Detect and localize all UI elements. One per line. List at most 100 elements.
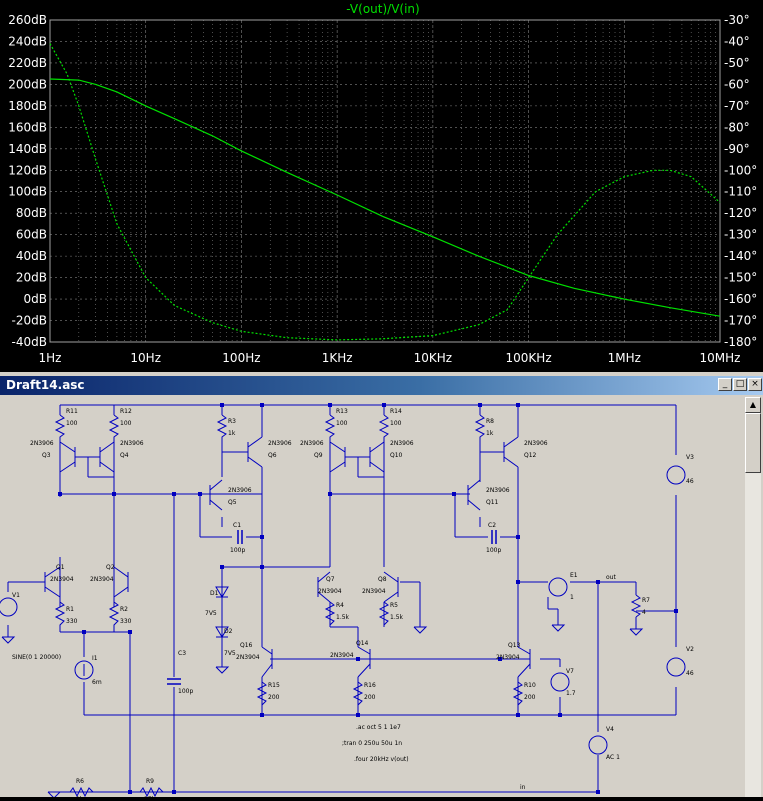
q8-label[interactable]: Q8 xyxy=(378,576,387,583)
minimize-button[interactable]: _ xyxy=(718,378,732,391)
spice-directive-ac[interactable]: .ac oct 5 1 1e7 xyxy=(356,724,401,731)
r10-label[interactable]: R10 xyxy=(524,682,536,689)
c1-label[interactable]: C1 xyxy=(233,522,241,529)
r14-label[interactable]: R14 xyxy=(390,408,402,415)
r2-value[interactable]: 330 xyxy=(120,618,132,625)
d1-label[interactable]: D1 xyxy=(210,590,219,597)
q13-type[interactable]: 2N3904 xyxy=(496,654,520,661)
q3-label[interactable]: Q3 xyxy=(42,452,51,459)
e1-value[interactable]: 1 xyxy=(570,594,574,601)
close-button[interactable]: × xyxy=(748,378,762,391)
q6-type[interactable]: 2N3906 xyxy=(268,440,292,447)
r8-value[interactable]: 1k xyxy=(486,430,494,437)
c2-label[interactable]: C2 xyxy=(488,522,496,529)
q7-label[interactable]: Q7 xyxy=(326,576,335,583)
q5-type[interactable]: 2N3906 xyxy=(228,487,252,494)
c3-label[interactable]: C3 xyxy=(178,650,186,657)
q13-label[interactable]: Q13 xyxy=(508,642,521,649)
plot-title[interactable]: -V(out)/V(in) xyxy=(346,2,419,16)
q3-type[interactable]: 2N3906 xyxy=(30,440,54,447)
v4-label[interactable]: V4 xyxy=(606,726,614,733)
r8-label[interactable]: R8 xyxy=(486,418,494,425)
q16-type[interactable]: 2N3904 xyxy=(236,654,260,661)
r15-value[interactable]: 200 xyxy=(268,694,280,701)
q7-type[interactable]: 2N3904 xyxy=(318,588,342,595)
r3-label[interactable]: R3 xyxy=(228,418,236,425)
q2-label[interactable]: Q2 xyxy=(106,564,115,571)
schematic-window[interactable]: Draft14.asc _ □ × xyxy=(0,376,763,797)
r13-label[interactable]: R13 xyxy=(336,408,348,415)
q4-type[interactable]: 2N3906 xyxy=(120,440,144,447)
r10-value[interactable]: 200 xyxy=(524,694,536,701)
v1-value[interactable]: SINE(0 1 20000) xyxy=(12,654,61,661)
q14-type[interactable]: 2N3904 xyxy=(330,652,354,659)
q5-label[interactable]: Q5 xyxy=(228,499,237,506)
r16-value[interactable]: 200 xyxy=(364,694,376,701)
c3-value[interactable]: 100p xyxy=(178,688,193,695)
q12-label[interactable]: Q12 xyxy=(524,452,537,459)
r13-value[interactable]: 100 xyxy=(336,420,348,427)
schematic-canvas[interactable]: R11 100 R12 100 2N3906 Q3 2N3906 Q4 R3 1… xyxy=(0,397,741,797)
q6-label[interactable]: Q6 xyxy=(268,452,277,459)
q8-type[interactable]: 2N3904 xyxy=(362,588,386,595)
q1-label[interactable]: Q1 xyxy=(56,564,65,571)
v7-label[interactable]: V7 xyxy=(566,668,574,675)
v2-label[interactable]: V2 xyxy=(686,646,694,653)
out-label[interactable]: out xyxy=(606,574,616,581)
q11-label[interactable]: Q11 xyxy=(486,499,499,506)
v3-value[interactable]: 46 xyxy=(686,478,694,485)
r7-label[interactable]: R7 xyxy=(642,597,650,604)
v4-value[interactable]: AC 1 xyxy=(606,754,620,761)
r4-label[interactable]: R4 xyxy=(336,602,344,609)
r4-value[interactable]: 1.5k xyxy=(336,614,350,621)
d1-value[interactable]: 7V5 xyxy=(205,610,217,617)
q11-type[interactable]: 2N3906 xyxy=(486,487,510,494)
maximize-button[interactable]: □ xyxy=(733,378,747,391)
scroll-up-button[interactable]: ▲ xyxy=(745,397,761,413)
q9-type[interactable]: 2N3906 xyxy=(300,440,324,447)
q1-type[interactable]: 2N3904 xyxy=(50,576,74,583)
vertical-scrollbar[interactable]: ▲ xyxy=(745,397,761,797)
r5-value[interactable]: 1.5k xyxy=(390,614,404,621)
bode-plot[interactable]: -V(out)/V(in) 260dB240dB220dB200dB180dB1… xyxy=(0,0,763,372)
r14-value[interactable]: 100 xyxy=(390,420,402,427)
window-titlebar[interactable]: Draft14.asc _ □ × xyxy=(0,376,763,395)
r9-label[interactable]: R9 xyxy=(146,778,154,785)
q10-label[interactable]: Q10 xyxy=(390,452,403,459)
d2-label[interactable]: D2 xyxy=(224,628,233,635)
q16-label[interactable]: Q16 xyxy=(240,642,253,649)
r11-label[interactable]: R11 xyxy=(66,408,78,415)
r3-value[interactable]: 1k xyxy=(228,430,236,437)
v7-value[interactable]: 1.7 xyxy=(566,690,576,697)
q14-label[interactable]: Q14 xyxy=(356,640,369,647)
scroll-thumb[interactable] xyxy=(745,413,761,473)
r11-value[interactable]: 100 xyxy=(66,420,78,427)
q9-label[interactable]: Q9 xyxy=(314,452,323,459)
spice-directive-tran[interactable]: ;tran 0 250u 50u 1n xyxy=(342,740,402,747)
q2-type[interactable]: 2N3904 xyxy=(90,576,114,583)
i1-label[interactable]: I1 xyxy=(92,655,98,662)
v2-value[interactable]: 46 xyxy=(686,670,694,677)
i1-value[interactable]: 6m xyxy=(92,679,102,686)
r5-label[interactable]: R5 xyxy=(390,602,398,609)
r7-value[interactable]: 4 xyxy=(642,609,646,616)
r12-label[interactable]: R12 xyxy=(120,408,132,415)
r1-label[interactable]: R1 xyxy=(66,606,74,613)
q10-type[interactable]: 2N3906 xyxy=(390,440,414,447)
c1-value[interactable]: 100p xyxy=(230,547,245,554)
v3-label[interactable]: V3 xyxy=(686,454,694,461)
in-label[interactable]: in xyxy=(520,784,526,791)
r15-label[interactable]: R15 xyxy=(268,682,280,689)
e1-label[interactable]: E1 xyxy=(570,572,578,579)
q12-type[interactable]: 2N3906 xyxy=(524,440,548,447)
q4-label[interactable]: Q4 xyxy=(120,452,129,459)
d2-value[interactable]: 7V5 xyxy=(224,650,236,657)
c2-value[interactable]: 100p xyxy=(486,547,501,554)
r2-label[interactable]: R2 xyxy=(120,606,128,613)
r6-label[interactable]: R6 xyxy=(76,778,84,785)
r12-value[interactable]: 100 xyxy=(120,420,132,427)
r16-label[interactable]: R16 xyxy=(364,682,376,689)
v1-label[interactable]: V1 xyxy=(12,592,20,599)
r1-value[interactable]: 330 xyxy=(66,618,78,625)
